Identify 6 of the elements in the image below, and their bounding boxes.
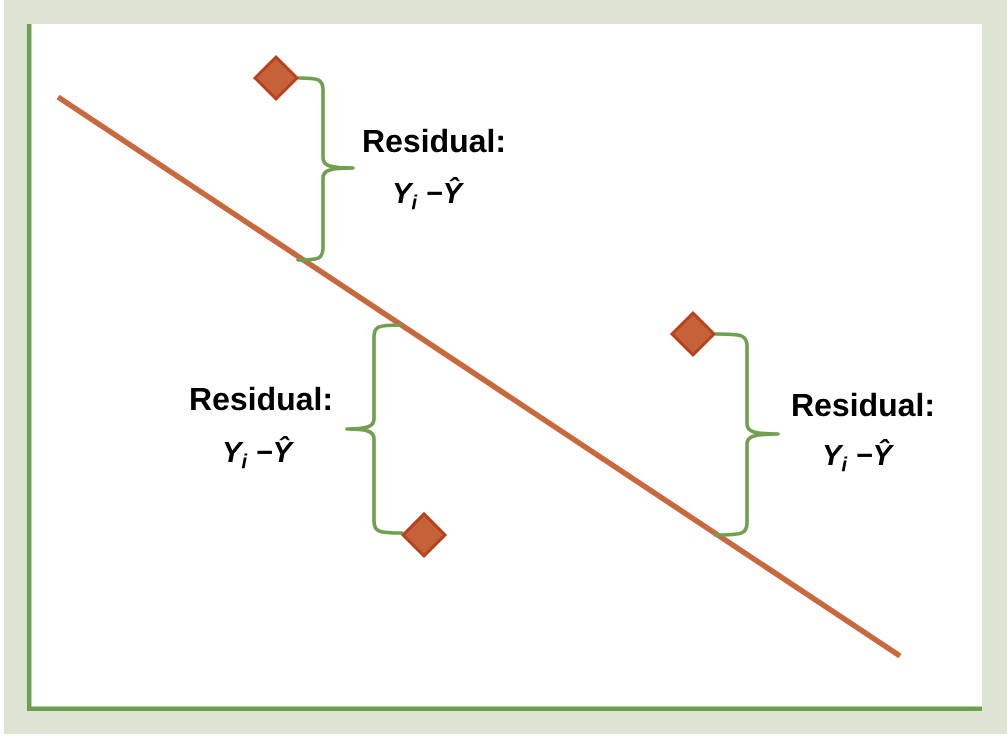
residual-label: Residual: [793, 392, 932, 417]
residual-formula: Y$_{i}$ −Ŷ [394, 177, 465, 210]
residual-label: Residual: [364, 128, 503, 153]
residual-label: Residual: [191, 386, 330, 411]
residual-formula: Y$_{i}$ −Ŷ [824, 439, 895, 472]
residual-formula: Y$_{i}$ −Ŷ [224, 436, 295, 469]
